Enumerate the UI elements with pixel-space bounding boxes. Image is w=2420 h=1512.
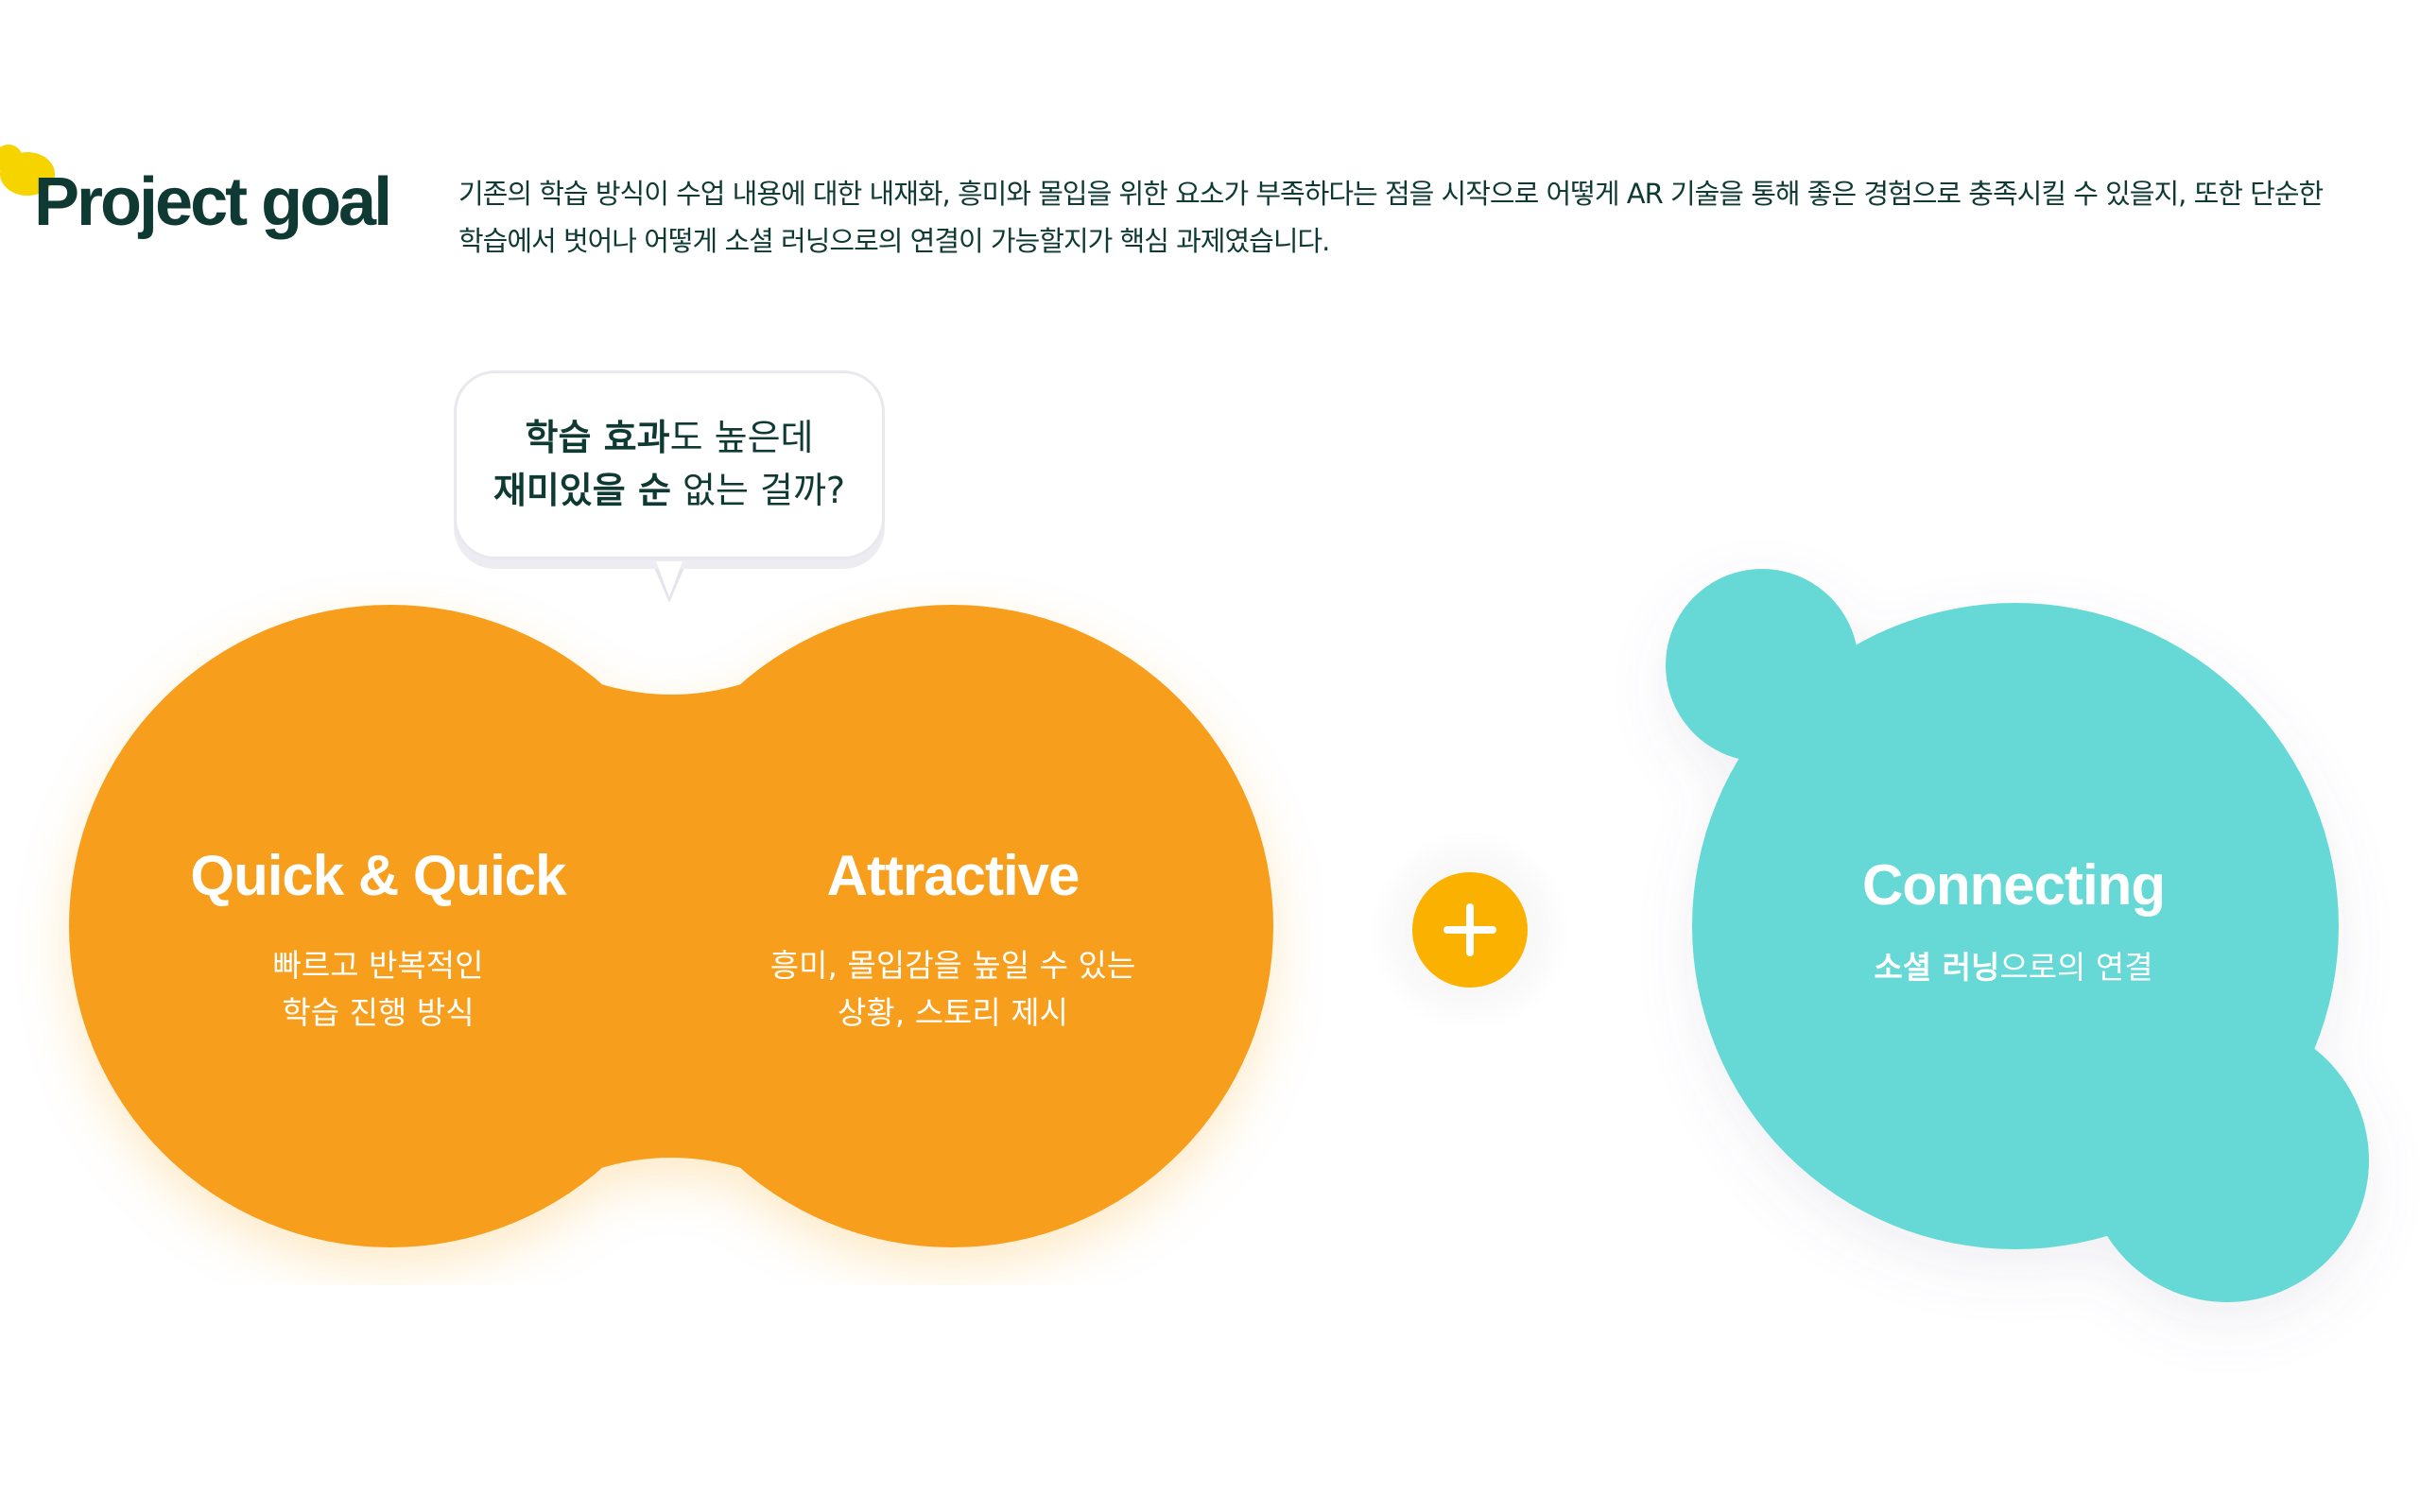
quick-goal: Quick & Quick 빠르고 반복적인 학습 진행 방식 <box>189 843 567 1037</box>
connecting-goal-title: Connecting <box>1862 853 2166 917</box>
quick-goal-sub-2: 학습 진행 방식 <box>282 994 475 1031</box>
teal-circle-shape <box>1666 569 2369 1302</box>
connecting-goal-description: 소셜 러닝으로의 연결 <box>1824 944 2203 991</box>
bubble-line-2: 재미있을 순 없는 걸까? <box>457 464 882 517</box>
page-title: Project goal <box>34 164 392 240</box>
speech-bubble-tail <box>656 561 683 597</box>
bubble-line-2-rest: 없는 걸까? <box>670 470 846 511</box>
teal-circle-small-top <box>1666 569 1858 762</box>
speech-bubble: 학습 효과도 높은데 재미있을 순 없는 걸까? <box>454 370 885 559</box>
connecting-goal: Connecting 소셜 러닝으로의 연결 <box>1824 852 2203 991</box>
attractive-goal-sub-1: 흥미, 몰입감을 높일 수 있는 <box>769 947 1136 984</box>
section-header: Project goal <box>0 145 416 260</box>
orange-bridge <box>529 652 813 1200</box>
quick-goal-description: 빠르고 반복적인 학습 진행 방식 <box>189 942 567 1037</box>
bubble-line-1: 학습 효과도 높은데 <box>457 411 882 464</box>
quick-goal-sub-1: 빠르고 반복적인 <box>272 947 484 984</box>
bubble-line-1-bold: 학습 효과 <box>525 417 670 458</box>
quick-goal-title: Quick & Quick <box>190 844 566 907</box>
teal-circle-small-bottom <box>2085 1019 2369 1302</box>
attractive-goal-description: 흥미, 몰입감을 높일 수 있는 상황, 스토리 제시 <box>764 942 1142 1037</box>
description-line-1: 기존의 학습 방식이 수업 내용에 대한 내재화, 흥미와 몰입을 위한 요소가… <box>458 178 2324 210</box>
title-accent-dot <box>0 152 55 196</box>
bubble-line-1-rest: 도 높은데 <box>669 417 814 458</box>
plus-icon-vertical <box>1466 903 1474 956</box>
bubble-line-2-bold: 재미있을 순 <box>493 470 671 511</box>
connecting-goal-sub-rest: 으로의 연결 <box>1999 949 2153 986</box>
attractive-goal-title: Attractive <box>826 844 1080 907</box>
plus-icon <box>1412 872 1528 988</box>
orange-double-circle-shape <box>69 605 1273 1247</box>
section-description: 기존의 학습 방식이 수업 내용에 대한 내재화, 흥미와 몰입을 위한 요소가… <box>458 170 2406 265</box>
connecting-goal-sub-bold: 소셜 러닝 <box>1874 949 2000 986</box>
attractive-goal: Attractive 흥미, 몰입감을 높일 수 있는 상황, 스토리 제시 <box>764 843 1142 1037</box>
attractive-goal-sub-2: 상황, 스토리 제시 <box>838 994 1068 1031</box>
description-line-2: 학습에서 벗어나 어떻게 소셜 러닝으로의 연결이 가능할지가 핵심 과제였습니… <box>458 225 1330 257</box>
